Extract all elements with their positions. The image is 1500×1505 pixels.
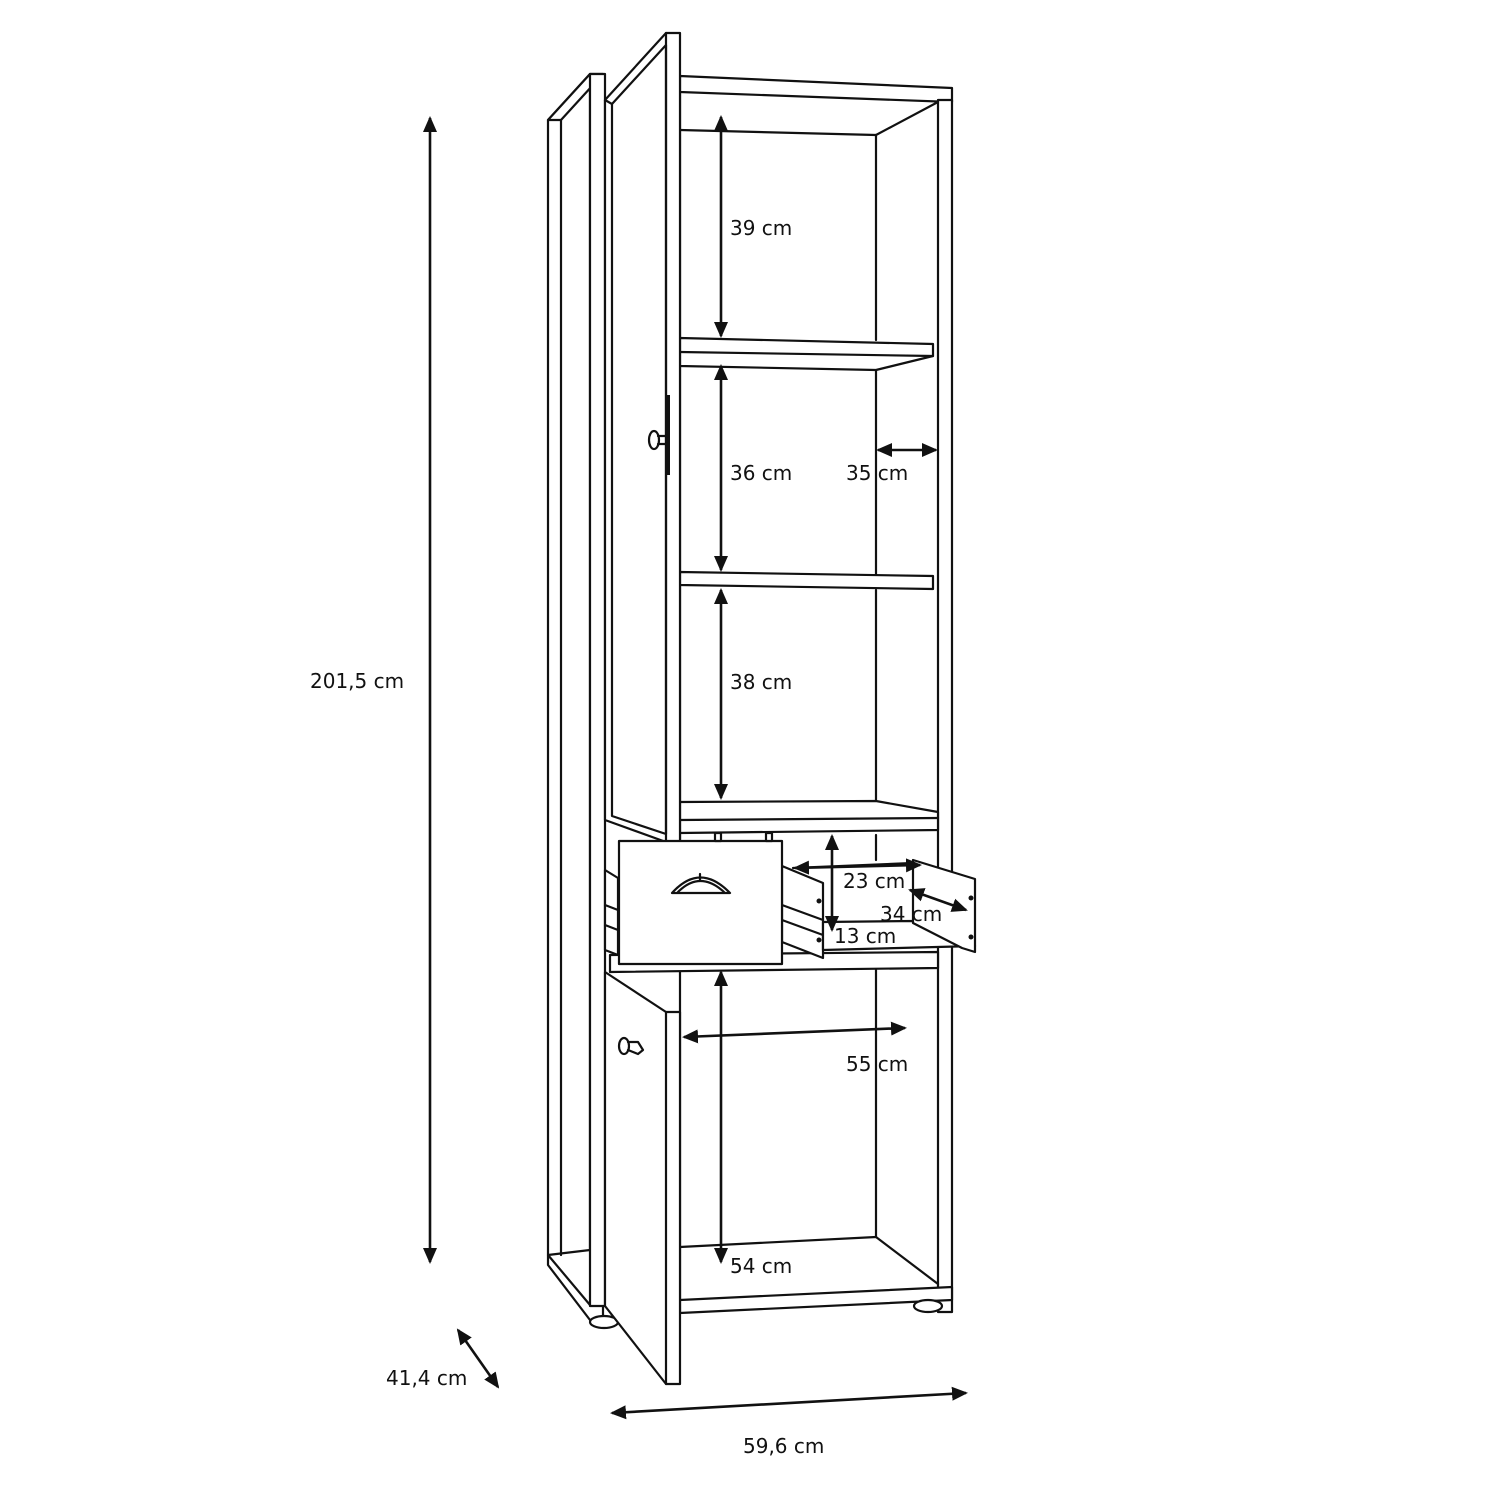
lower-door[interactable] [603,970,682,1386]
cup-handle-icon [670,872,732,895]
drawer[interactable] [603,831,977,966]
middle-compartment-height-label: 36 cm [730,461,793,485]
width-label: 59,6 cm [743,1434,825,1458]
height-label: 201,5 cm [310,669,405,693]
drawer-height-label: 13 cm [834,924,897,948]
top-compartment-height-label: 39 cm [730,216,793,240]
bottom-compartment-height-label: 54 cm [730,1254,793,1278]
carcass-body [608,74,954,1315]
dimension-arrows [423,115,968,1420]
knob-icon [617,1036,645,1056]
lower-compartment-height-label: 38 cm [730,670,793,694]
shelf-depth-label: 35 cm [846,461,909,485]
drawer-width-label: 23 cm [843,869,906,893]
drawer-depth-label: 34 cm [880,902,943,926]
front-stile [588,72,607,1308]
bottom-compartment-width-label: 55 cm [846,1052,909,1076]
upper-door[interactable] [603,31,682,844]
knob-icon [647,429,670,451]
depth-label: 41,4 cm [386,1366,468,1390]
